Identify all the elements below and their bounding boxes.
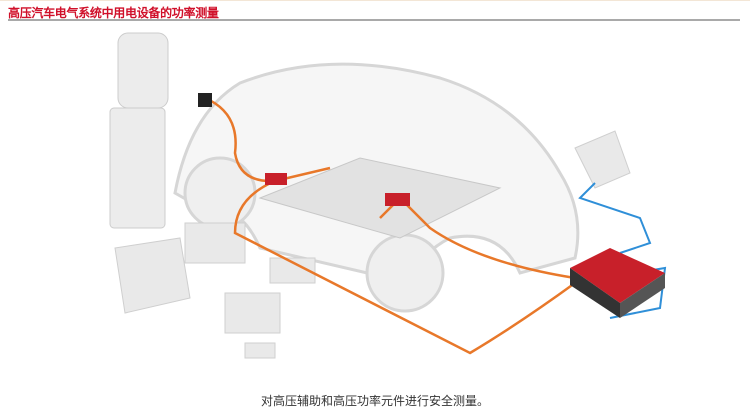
connector	[198, 93, 212, 107]
hv-measurement-illustration	[109, 32, 667, 359]
charging-station	[109, 32, 169, 229]
figure-caption: 对高压辅助和高压功率元件进行安全测量。	[260, 394, 489, 408]
current-clamp-2	[385, 193, 410, 206]
battery-pack	[258, 157, 502, 239]
measurement-device	[570, 248, 665, 318]
current-clamp-1	[265, 173, 287, 185]
page-title: 高压汽车电气系统中用电设备的功率测量	[8, 6, 219, 20]
hv-cables	[204, 96, 576, 355]
title-divider	[8, 19, 740, 21]
